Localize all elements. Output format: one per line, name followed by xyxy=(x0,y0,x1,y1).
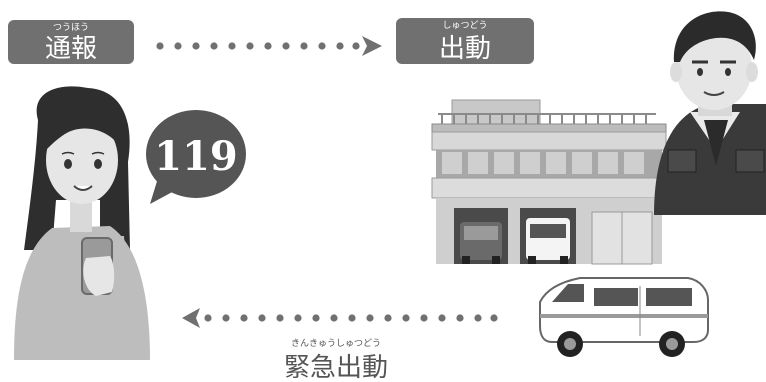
step-report-label: 通報 xyxy=(45,34,97,64)
arrow-head-left-icon xyxy=(182,308,200,328)
step-dispatch-pill: しゅつどう 出動 xyxy=(396,18,534,64)
step-dispatch-label: 出動 xyxy=(439,34,491,64)
arrow-to-caller xyxy=(182,308,498,328)
speech-bubble-number: 119 xyxy=(154,133,238,180)
step-emergency-label-group: きんきゅうしゅつどう 緊急出動 xyxy=(284,338,388,382)
firefighter-officer-figure xyxy=(654,11,766,215)
step-dispatch-ruby: しゅつどう xyxy=(442,20,487,31)
step-report-pill: つうほう 通報 xyxy=(8,20,134,64)
step-emergency-ruby: きんきゅうしゅつどう xyxy=(291,338,381,349)
step-report-ruby: つうほう xyxy=(53,22,89,33)
arrow-to-dispatch xyxy=(156,36,382,56)
ambulance-vehicle xyxy=(539,277,709,357)
caller-woman-figure xyxy=(14,86,150,360)
step-emergency-label: 緊急出動 xyxy=(284,353,388,382)
fire-station-building xyxy=(431,99,667,265)
speech-bubble-119: 119 xyxy=(146,110,246,204)
arrow-head-right-icon xyxy=(362,36,382,56)
